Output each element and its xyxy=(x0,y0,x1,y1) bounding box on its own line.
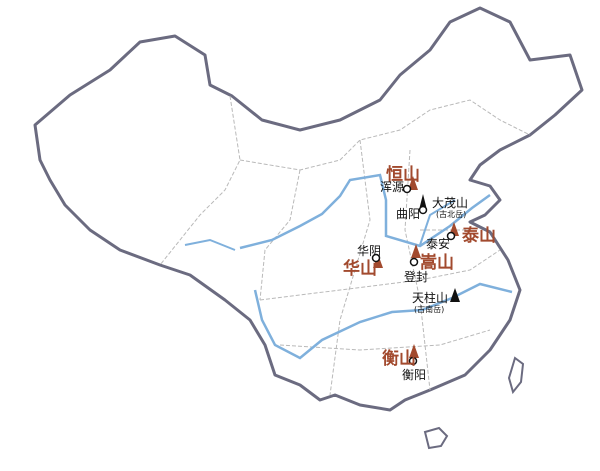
country-outline xyxy=(33,6,584,412)
mountain-icon-damaoshan xyxy=(419,194,427,210)
yangtze-river xyxy=(253,282,513,360)
label-dengfeng: 登封 xyxy=(404,270,429,284)
label-tianzhushan-note: (古南岳) xyxy=(414,305,445,314)
label-taian: 泰安 xyxy=(426,237,451,251)
city-dot-dengfeng xyxy=(409,257,419,267)
mountain-icon-hengshan-south xyxy=(409,344,419,358)
city-dot-huayin xyxy=(371,253,381,263)
label-damaoshan: 大茂山 xyxy=(432,196,469,210)
city-dot-hunyuan xyxy=(402,184,412,194)
label-hengshan-south: 衡山 xyxy=(382,349,416,369)
label-tianzhushan: 天柱山 xyxy=(412,291,449,305)
yellow-river xyxy=(239,173,491,250)
label-huashan: 华山 xyxy=(343,259,377,279)
label-damaoshan-note: (古北岳) xyxy=(436,210,467,219)
hainan-island xyxy=(423,426,449,450)
label-songshan: 嵩山 xyxy=(420,253,454,273)
city-dot-taian xyxy=(446,231,456,241)
taiwan-island xyxy=(507,356,525,395)
minor-river xyxy=(184,199,456,251)
label-huayin: 华阴 xyxy=(357,244,382,258)
label-hunyuan: 浑源 xyxy=(380,180,405,194)
city-dot-quyang xyxy=(418,205,428,215)
label-hengshan-north: 恒山 xyxy=(386,165,420,185)
label-taishan: 泰山 xyxy=(462,226,496,246)
mountain-icon-songshan xyxy=(411,244,421,258)
label-hengyang: 衡阳 xyxy=(402,368,427,382)
city-markers xyxy=(371,184,456,366)
mountain-icon-hengshan-north xyxy=(408,176,418,190)
mountain-icon-tianzhushan xyxy=(450,288,460,302)
label-quyang: 曲阳 xyxy=(396,207,421,221)
city-dot-hengyang xyxy=(408,356,418,366)
